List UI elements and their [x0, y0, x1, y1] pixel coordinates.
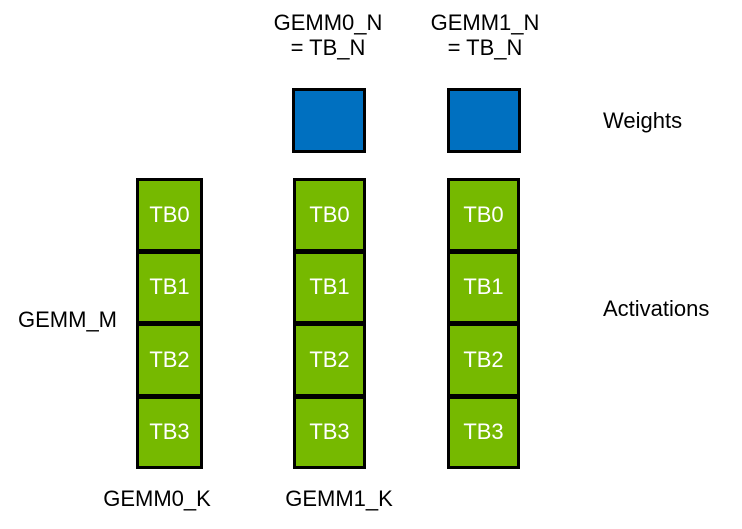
- gemm0-n-header-line1: GEMM0_N: [273, 10, 383, 35]
- tb-box: TB0: [450, 181, 517, 249]
- tb-box: TB2: [139, 326, 200, 394]
- tb-label: TB0: [309, 201, 350, 227]
- tb-label: TB0: [463, 201, 504, 227]
- activation-stack-gemm1: TB0 TB1 TB2 TB3: [447, 178, 520, 469]
- tb-box: TB0: [296, 181, 363, 249]
- weights-box-gemm1: [447, 88, 521, 153]
- activations-label: Activations: [603, 296, 710, 321]
- tb-box: TB3: [450, 398, 517, 466]
- gemm1-k-label: GEMM1_K: [285, 486, 393, 511]
- gemm1-n-header-label: GEMM1_N = TB_N: [400, 10, 570, 60]
- tb-label: TB1: [149, 274, 190, 300]
- tb-label: TB3: [463, 419, 504, 445]
- tb-box: TB2: [296, 326, 363, 394]
- tb-box: TB1: [450, 253, 517, 321]
- tb-label: TB0: [149, 201, 190, 227]
- activation-stack-gemm0: TB0 TB1 TB2 TB3: [293, 178, 366, 469]
- gemm0-n-header-line2: = TB_N: [290, 35, 366, 60]
- gemm1-n-header-line2: = TB_N: [447, 35, 523, 60]
- tb-label: TB1: [463, 274, 504, 300]
- weights-label: Weights: [603, 108, 683, 133]
- gemm-m-label: GEMM_M: [18, 307, 117, 332]
- gemm0-n-header-label: GEMM0_N = TB_N: [243, 10, 413, 60]
- tb-box: TB0: [139, 181, 200, 249]
- tb-box: TB2: [450, 326, 517, 394]
- weights-box-gemm0: [292, 88, 366, 153]
- tb-box: TB1: [296, 253, 363, 321]
- tb-label: TB3: [149, 419, 190, 445]
- gemm1-n-header-line1: GEMM1_N: [430, 10, 540, 35]
- tb-label: TB3: [309, 419, 350, 445]
- tb-box: TB3: [296, 398, 363, 466]
- tb-label: TB2: [463, 346, 504, 372]
- tb-label: TB2: [149, 346, 190, 372]
- tb-box: TB3: [139, 398, 200, 466]
- activation-stack-left: TB0 TB1 TB2 TB3: [136, 178, 203, 469]
- tb-box: TB1: [139, 253, 200, 321]
- tb-label: TB1: [309, 274, 350, 300]
- tb-label: TB2: [309, 346, 350, 372]
- gemm0-k-label: GEMM0_K: [103, 486, 211, 511]
